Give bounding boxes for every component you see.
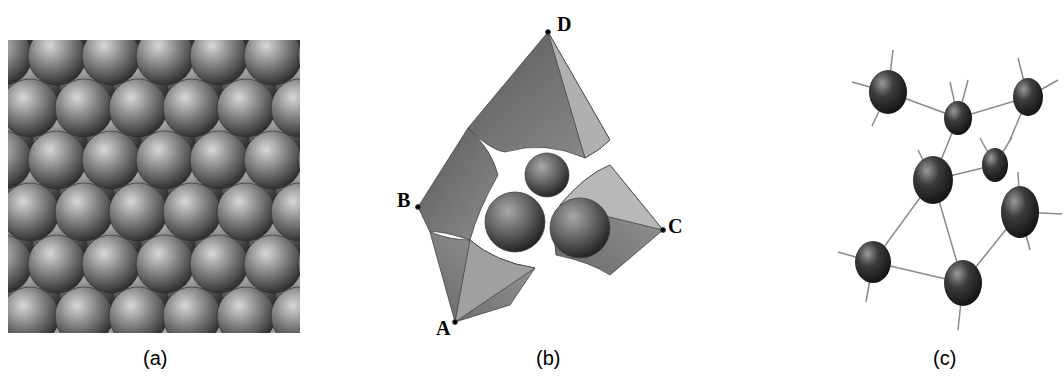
sphere [82, 235, 140, 293]
sphere [244, 235, 300, 293]
sphere [28, 131, 86, 189]
sphere [28, 40, 86, 85]
sphere [8, 287, 59, 333]
vertex-label: D [557, 14, 571, 34]
sphere [298, 40, 300, 85]
panel-caption: (c) [933, 348, 956, 368]
sphere [109, 79, 167, 137]
sphere [190, 40, 248, 85]
sphere-cut [550, 198, 610, 258]
sphere [298, 235, 300, 293]
sphere-layer-front [8, 40, 300, 333]
sphere [298, 131, 300, 189]
cone-face [455, 240, 535, 322]
sphere [217, 183, 275, 241]
sphere [28, 235, 86, 293]
sphere [217, 287, 275, 333]
sphere [244, 131, 300, 189]
sphere [271, 79, 300, 137]
sphere [244, 40, 300, 85]
sphere [190, 235, 248, 293]
sphere [136, 40, 194, 85]
vertex-label: C [668, 216, 682, 236]
sphere [163, 287, 221, 333]
sphere [55, 79, 113, 137]
panel-caption: (b) [536, 348, 560, 368]
sphere [82, 40, 140, 85]
sphere [163, 79, 221, 137]
sphere [217, 79, 275, 137]
sphere-layer-back [8, 40, 300, 333]
sphere [55, 183, 113, 241]
sphere [271, 183, 300, 241]
pore-network [838, 50, 1062, 330]
vertex-dot [453, 320, 458, 325]
sphere [163, 183, 221, 241]
sphere [55, 287, 113, 333]
sphere-cut [485, 192, 545, 252]
cone-face [548, 32, 610, 158]
network-sites [855, 70, 1043, 306]
sphere [136, 131, 194, 189]
sphere [8, 40, 32, 85]
sphere [8, 183, 59, 241]
sphere [271, 287, 300, 333]
vertex-cone [468, 32, 610, 158]
tetrahedral-cell [416, 30, 666, 325]
sphere-packing [8, 40, 300, 333]
sphere [82, 131, 140, 189]
vertex-dot [661, 228, 666, 233]
sphere [136, 235, 194, 293]
vertex-dot [416, 205, 421, 210]
vertex-label: A [436, 318, 450, 338]
sphere [8, 79, 59, 137]
sphere [109, 287, 167, 333]
sphere-cut [525, 153, 569, 197]
sphere [190, 131, 248, 189]
vertex-label: B [397, 190, 410, 210]
panel-caption: (a) [143, 348, 167, 368]
sphere [109, 183, 167, 241]
vertex-dot [546, 30, 551, 35]
